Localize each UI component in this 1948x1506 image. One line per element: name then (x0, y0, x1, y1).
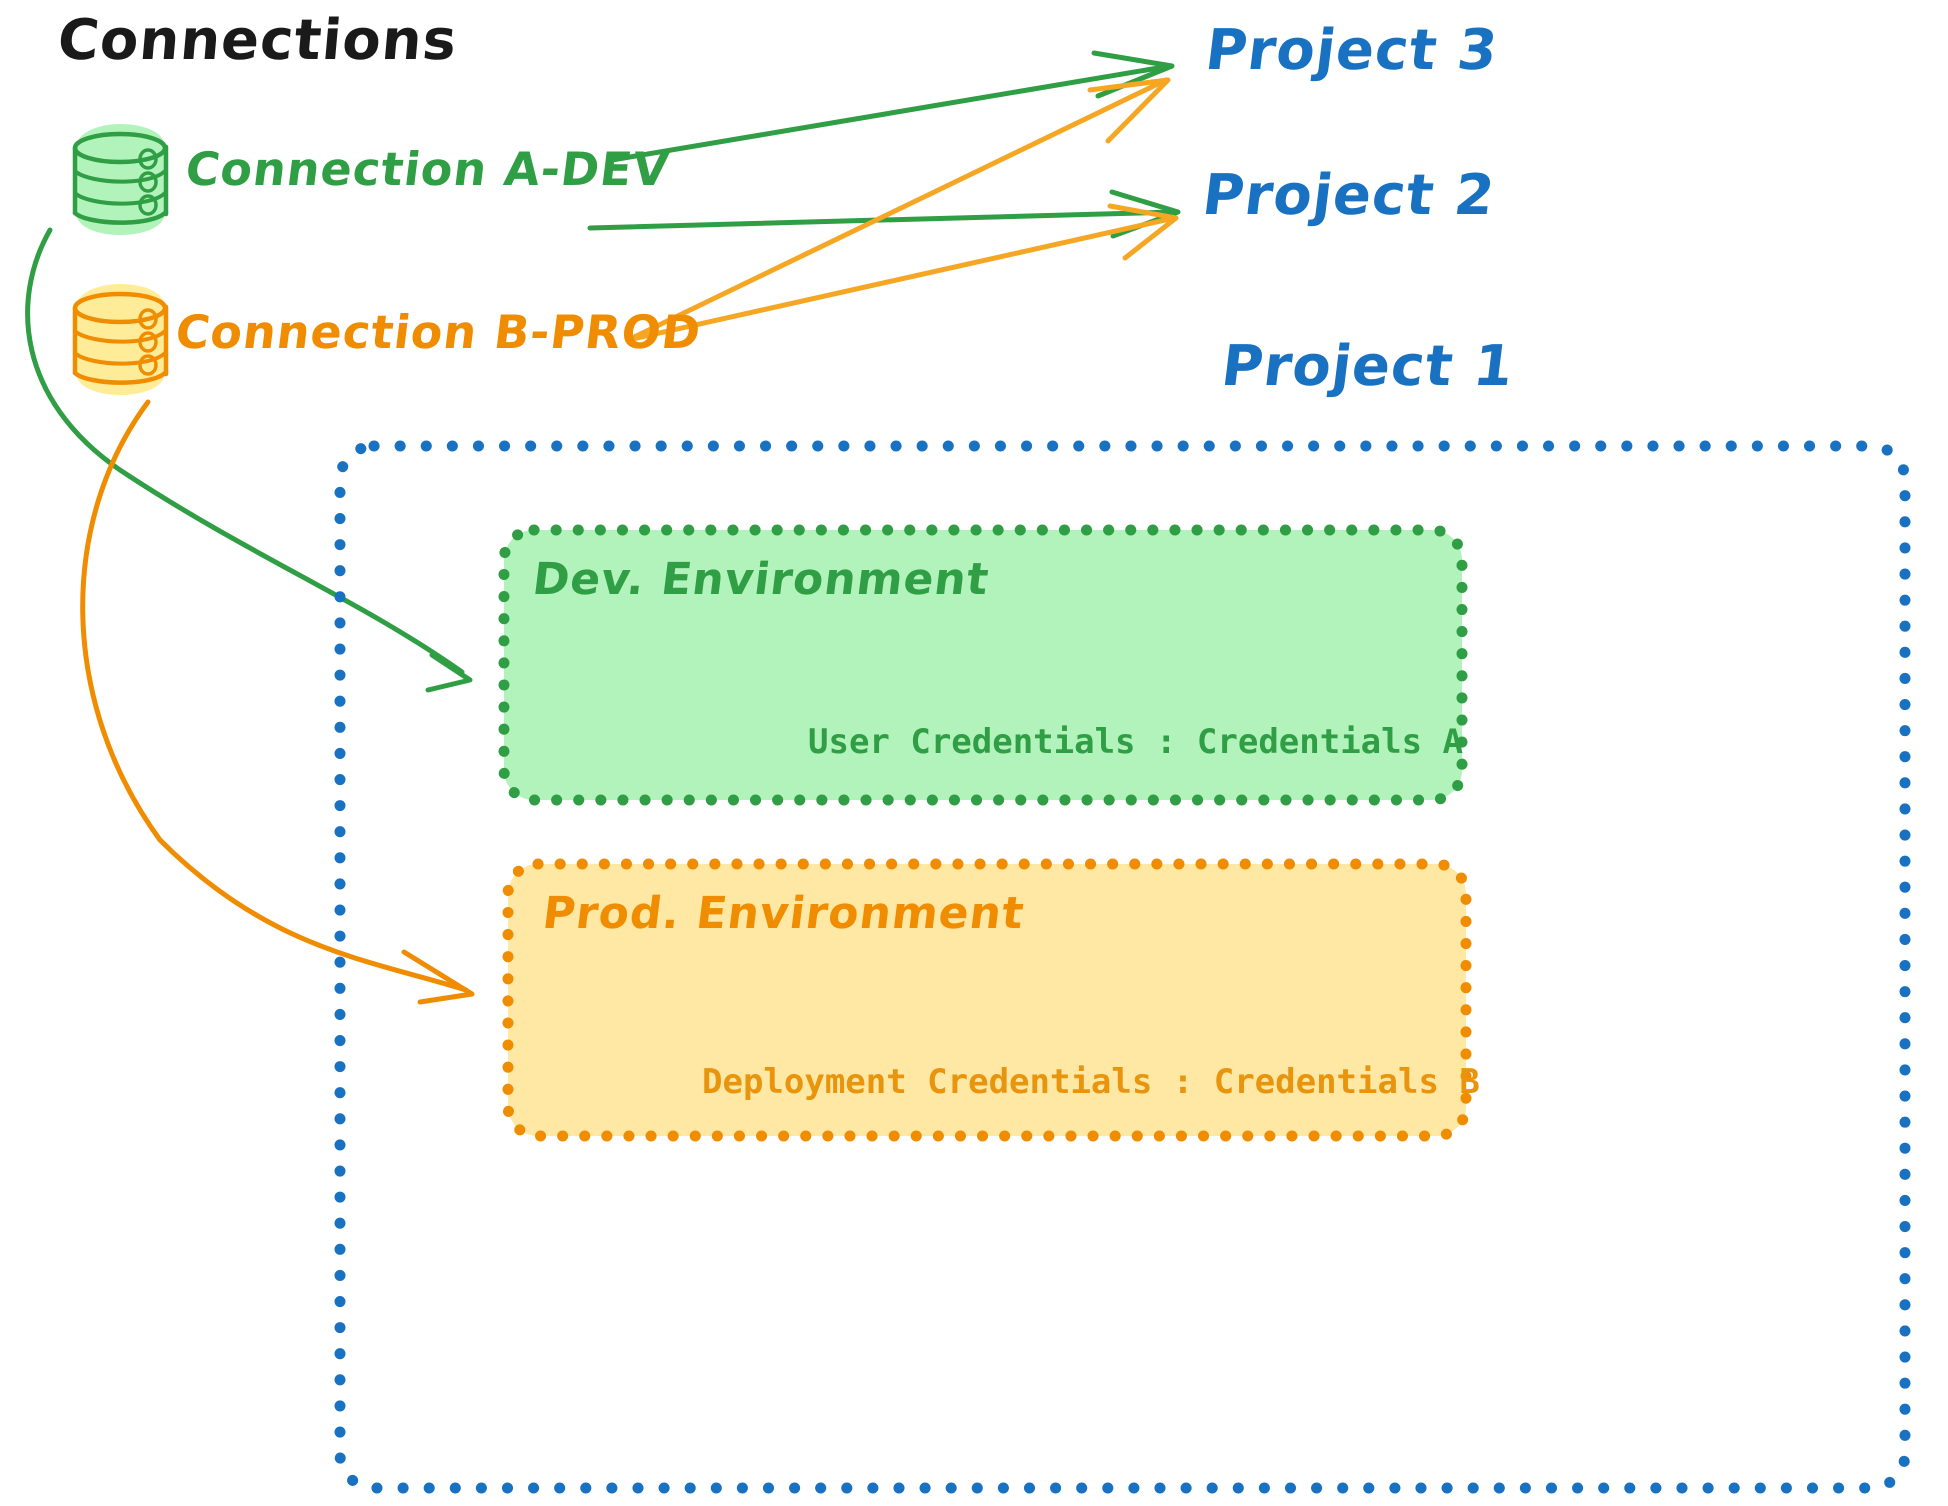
project-2-label[interactable]: Project 2 (1199, 163, 1499, 228)
edge-adev-dev-environment (25, 227, 473, 693)
project-1-label[interactable]: Project 1 (1218, 334, 1518, 399)
prod-environment-credentials: Deployment Credentials : Credentials B (702, 1062, 1480, 1102)
page-title: Connections (55, 8, 460, 73)
project-1-container (334, 440, 1911, 1494)
project-3-label[interactable]: Project 3 (1202, 18, 1502, 83)
edge-bprod-project2 (625, 203, 1179, 343)
database-icon-connection-b-prod (72, 284, 169, 395)
edge-adev-project3 (609, 50, 1175, 163)
dev-environment-box (498, 524, 1468, 806)
dev-environment-credentials: User Credentials : Credentials A (808, 722, 1464, 762)
prod-environment-title: Prod. Environment (539, 888, 1028, 939)
dev-environment-title: Dev. Environment (529, 554, 993, 605)
edge-bprod-prod-environment (80, 399, 475, 1005)
connection-a-dev-label[interactable]: Connection A-DEV (182, 142, 673, 196)
edge-bprod-project3 (625, 77, 1171, 343)
connection-b-prod-label[interactable]: Connection B-PROD (172, 305, 705, 359)
database-icon-connection-a-dev (72, 124, 169, 235)
prod-environment-box (502, 858, 1472, 1142)
